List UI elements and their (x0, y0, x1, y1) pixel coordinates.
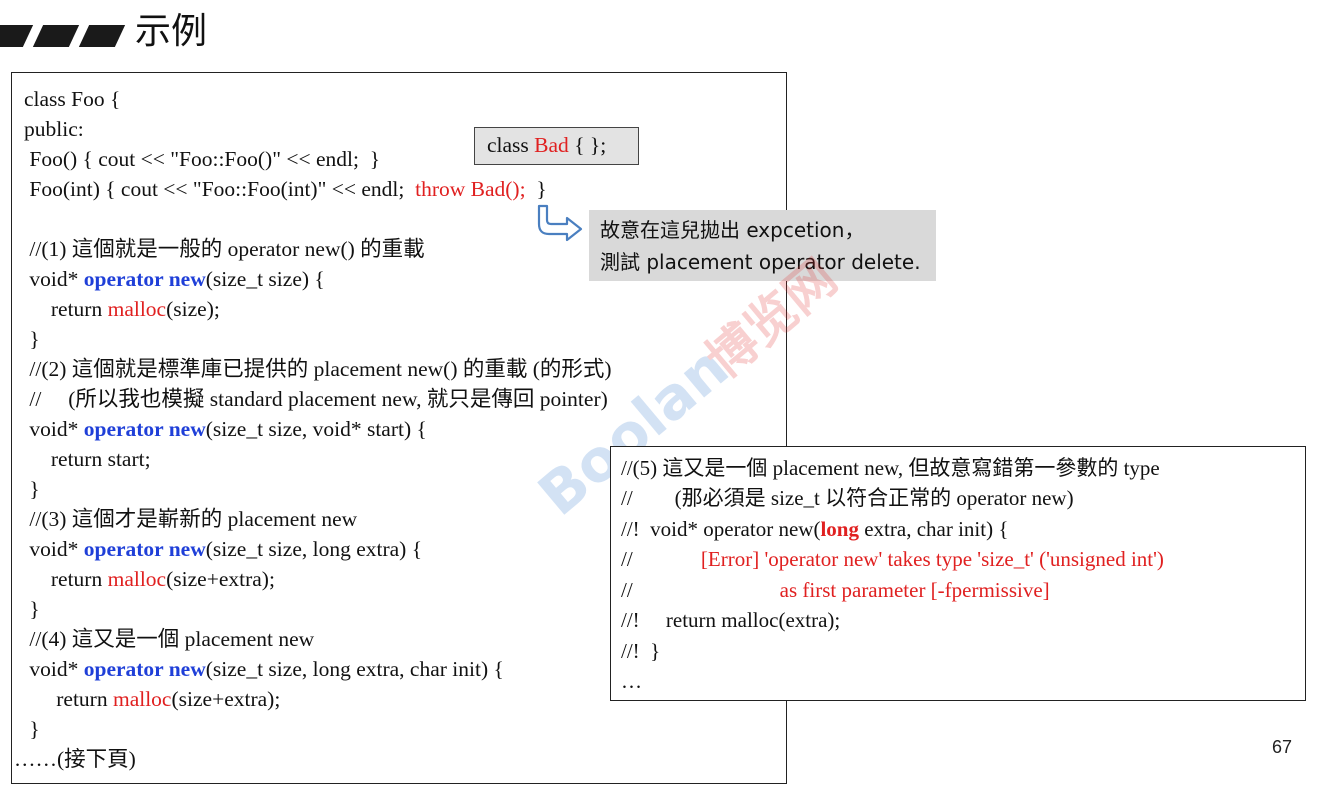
continued-note: ……(接下頁) (14, 747, 136, 771)
comment-line: //(5) 這又是一個 placement new, 但故意寫錯第一參數的 ty… (621, 456, 1160, 480)
comment-line: //(3) 這個才是嶄新的 placement new (24, 507, 358, 531)
code-block: class Foo { public: Foo() { cout << "Foo… (11, 72, 787, 784)
code-line: } (24, 717, 40, 741)
comment-line: //(2) 這個就是標準庫已提供的 placement new() 的重載 (的… (24, 357, 612, 381)
code-line: void* operator new(size_t size, long ext… (24, 537, 423, 561)
code-line: } (24, 477, 40, 501)
comment-line: //(1) 這個就是一般的 operator new() 的重載 (24, 237, 425, 261)
code-line: return malloc(size+extra); (24, 687, 281, 711)
code-line: } (24, 327, 40, 351)
code-line: Foo(int) { cout << "Foo::Foo(int)" << en… (24, 177, 547, 201)
code-line: return start; (24, 447, 151, 471)
code-line: return malloc(size+extra); (24, 567, 275, 591)
page-number: 67 (1272, 737, 1293, 757)
exception-callout: 故意在這兒拋出 expcetion，測試 placement operator … (589, 210, 936, 281)
comment-line: //! return malloc(extra); (621, 608, 841, 632)
curved-arrow-icon (537, 204, 583, 242)
class-bad-note: class Bad { }; (474, 127, 639, 165)
code-line: void* operator new(size_t size, void* st… (24, 417, 427, 441)
throw-statement: throw Bad(); (415, 177, 526, 201)
code-line: void* operator new(size_t size) { (24, 267, 325, 291)
slide-title: 示例 (135, 11, 208, 52)
code-line: public: (24, 117, 84, 141)
code-block-5: //(5) 這又是一個 placement new, 但故意寫錯第一參數的 ty… (610, 446, 1306, 701)
ellipsis: … (621, 669, 642, 693)
code-line: class Foo { (24, 87, 121, 111)
code-line: return malloc(size); (24, 297, 220, 321)
comment-line: //(4) 這又是一個 placement new (24, 627, 315, 651)
comment-line: //! void* operator new(long extra, char … (621, 517, 1009, 541)
comment-line: // (那必須是 size_t 以符合正常的 operator new) (621, 486, 1074, 510)
comment-line: //! } (621, 639, 661, 663)
code-line: } (24, 597, 40, 621)
title-decoration (0, 25, 126, 47)
code-line: Foo() { cout << "Foo::Foo()" << endl; } (24, 147, 381, 171)
comment-line: // (所以我也模擬 standard placement new, 就只是傳回… (24, 387, 608, 411)
error-line: // [Error] 'operator new' takes type 'si… (621, 547, 1164, 571)
error-line: // as first parameter [-fpermissive] (621, 578, 1050, 602)
code-line: void* operator new(size_t size, long ext… (24, 657, 504, 681)
